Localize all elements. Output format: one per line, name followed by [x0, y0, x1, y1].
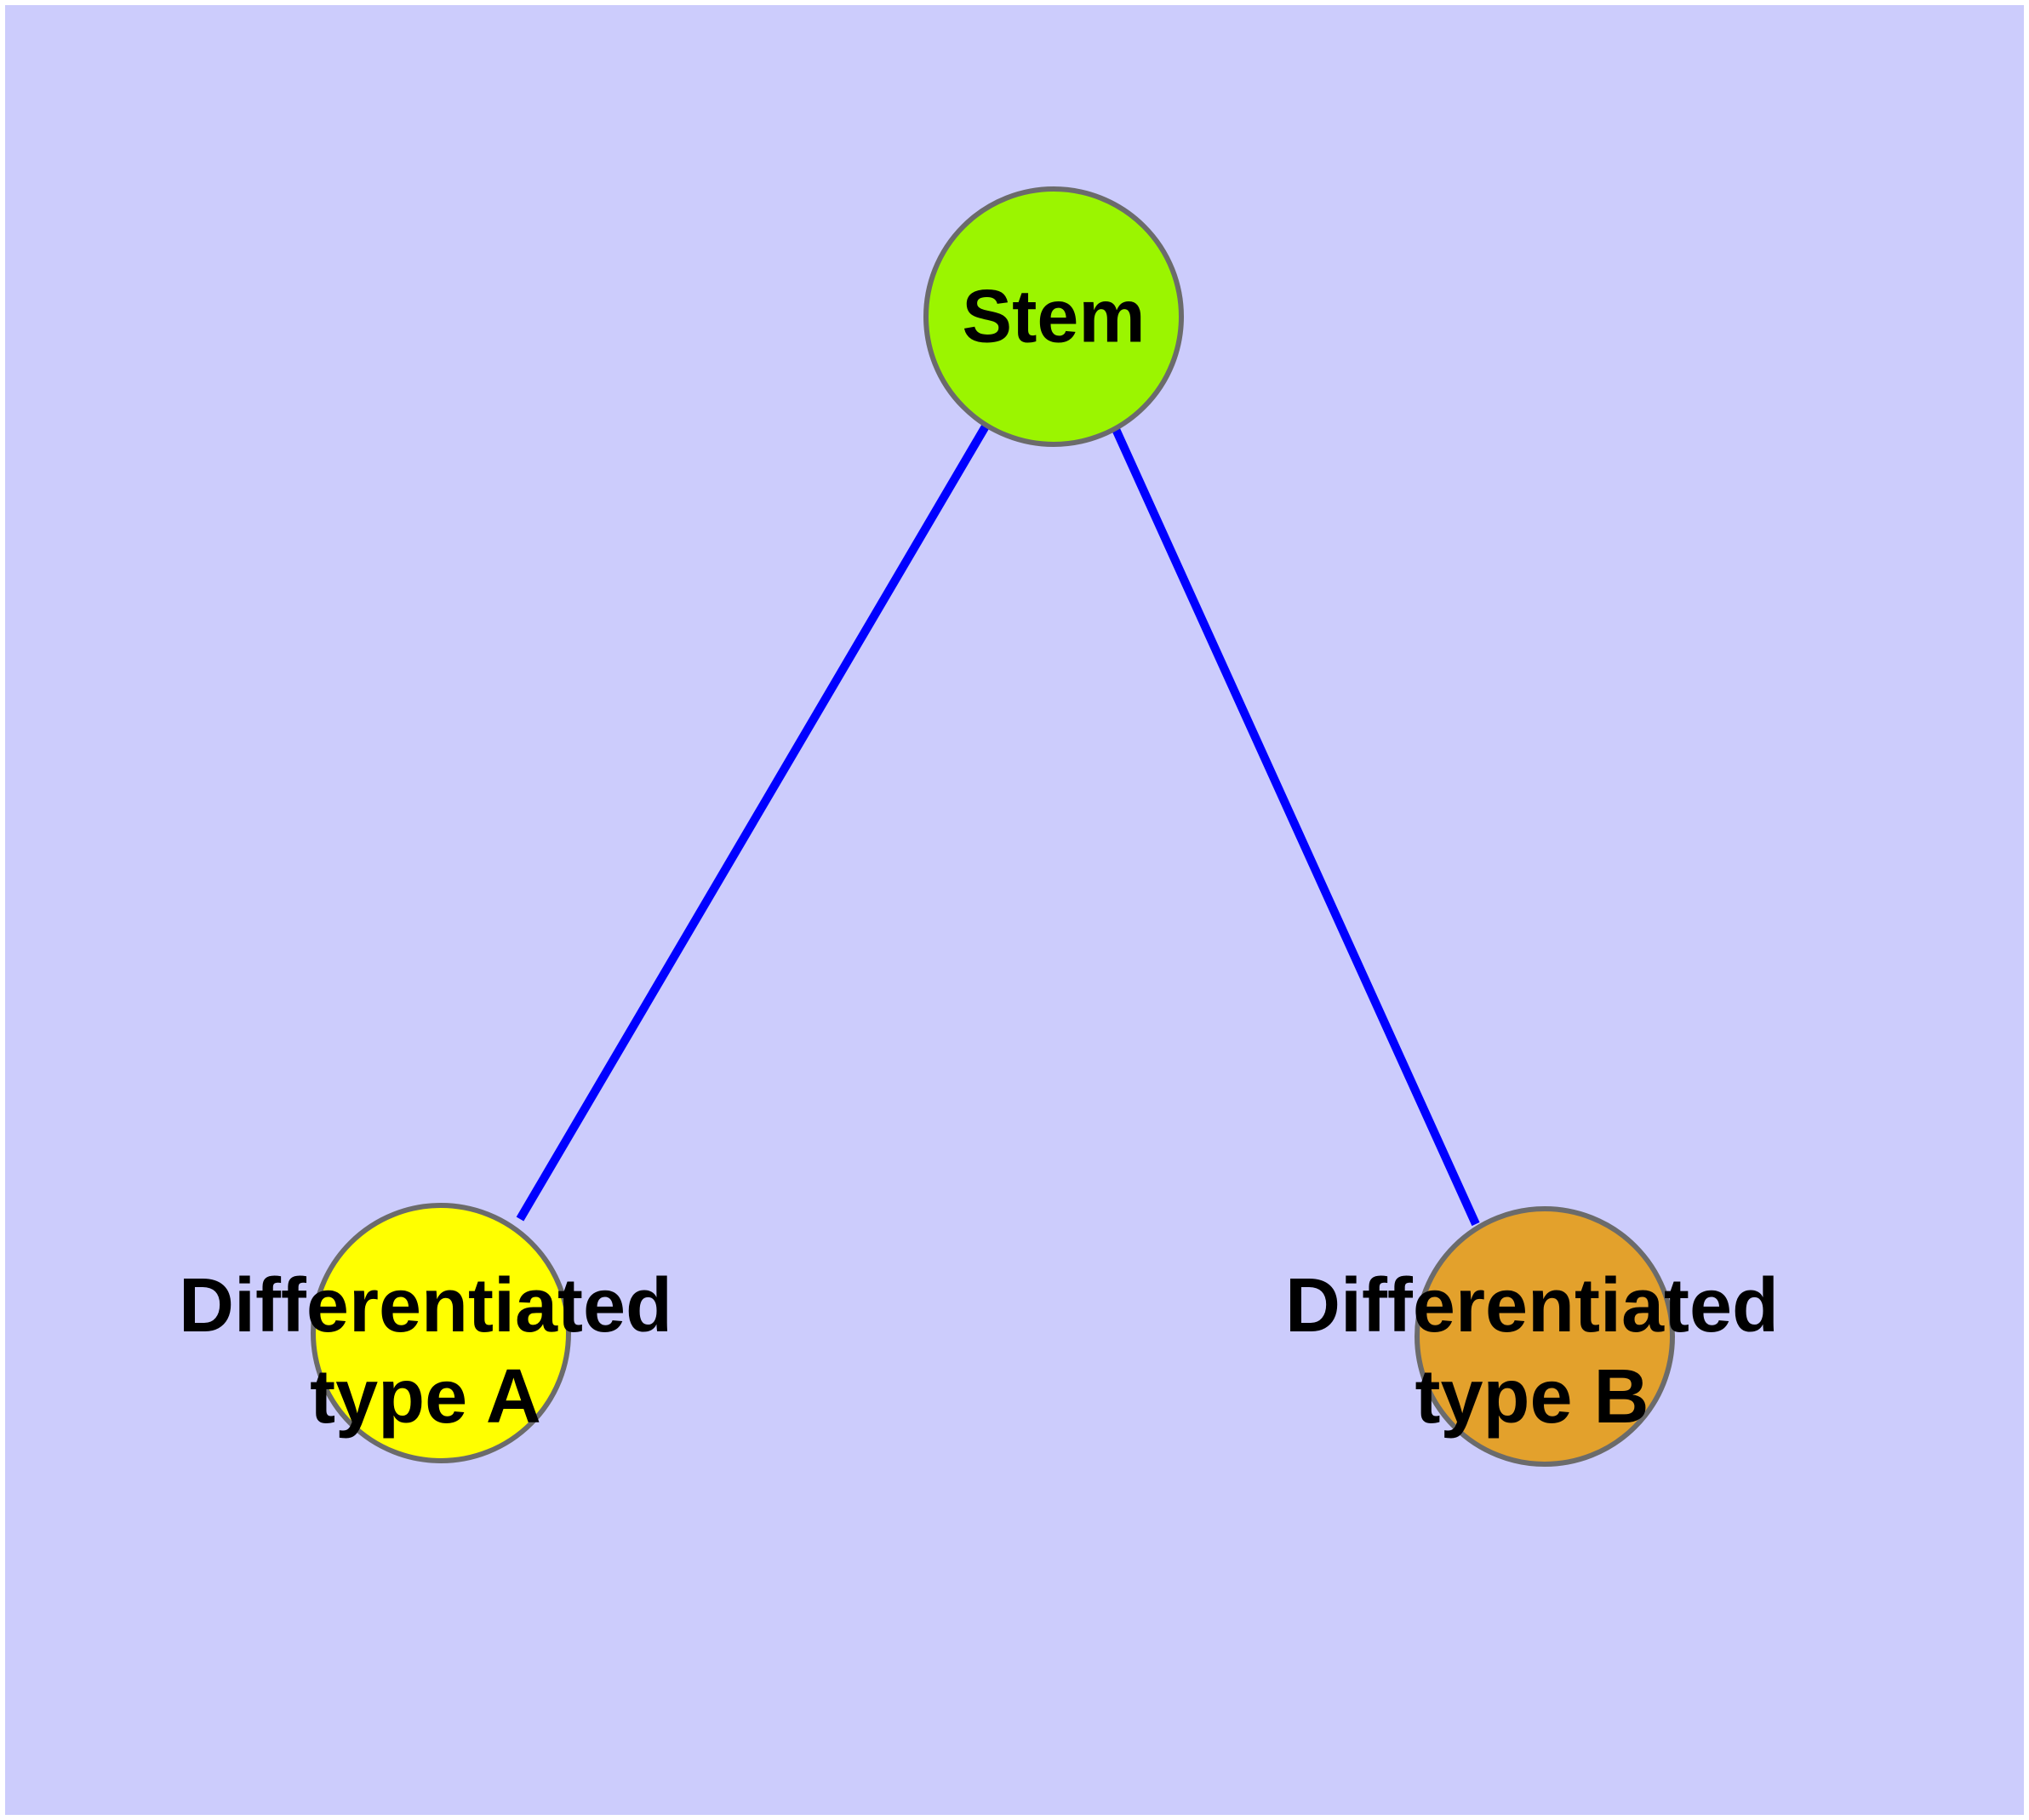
node-caption-differentiated-b-line1: Differentiated — [1285, 1263, 1779, 1348]
node-caption-differentiated-a: Differentiated type A — [179, 1263, 672, 1439]
edge-layer — [516, 422, 1480, 1227]
node-caption-differentiated-a-line2: type A — [310, 1354, 541, 1439]
node-circle-stem[interactable] — [923, 186, 1184, 447]
node-caption-differentiated-a-line1: Differentiated — [179, 1263, 672, 1348]
node-label-stem: Stem — [962, 273, 1145, 358]
node-differentiated-a[interactable] — [311, 1203, 571, 1463]
node-caption-differentiated-b: Differentiated type B — [1285, 1263, 1779, 1439]
edge-stem-to-differentiated-b[interactable] — [1111, 425, 1480, 1227]
edge-stem-to-differentiated-a[interactable] — [516, 422, 991, 1222]
node-stem[interactable]: Stem — [923, 186, 1184, 447]
node-circle-differentiated-a[interactable] — [311, 1203, 571, 1463]
node-differentiated-b[interactable] — [1415, 1206, 1675, 1467]
node-caption-differentiated-b-line2: type B — [1415, 1354, 1649, 1439]
node-circle-differentiated-b[interactable] — [1415, 1206, 1675, 1467]
